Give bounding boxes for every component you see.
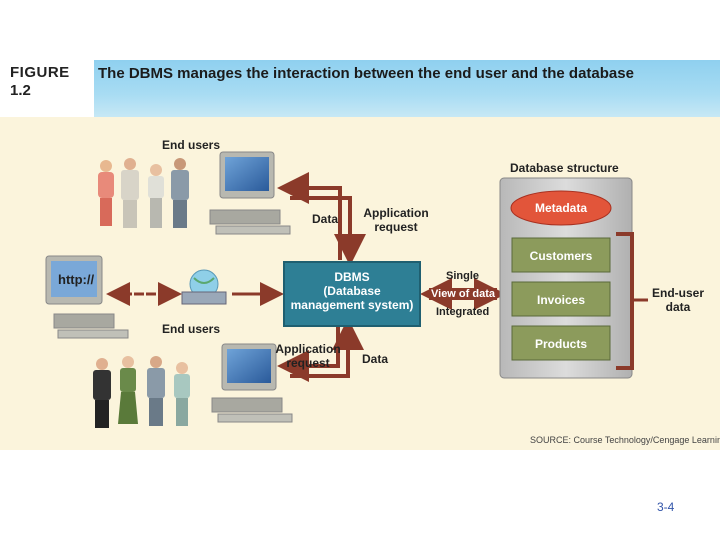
- dbms-line2: (Database: [323, 284, 381, 298]
- person-icon: [121, 158, 139, 228]
- app-request-top-line1: Application: [363, 206, 429, 220]
- page-number: 3-4: [657, 500, 675, 514]
- dbms-label: DBMS (Database management system): [284, 270, 420, 312]
- person-icon: [147, 356, 165, 426]
- computer-icon-top: [209, 151, 291, 235]
- person-icon: [98, 160, 114, 226]
- view-of-data-label: View of data: [429, 288, 497, 300]
- end-users-top-group: [98, 158, 189, 228]
- person-icon: [171, 158, 189, 228]
- integrated-label: Integrated: [436, 306, 490, 318]
- app-request-top-label: Application request: [362, 206, 430, 234]
- end-user-data-line2: data: [665, 300, 691, 314]
- figure-number: 1.2: [10, 82, 31, 99]
- person-icon: [118, 356, 138, 424]
- computer-icon-bottom: [211, 343, 293, 423]
- figure-label-word: FIGURE: [10, 64, 70, 81]
- figure-title-bar: The DBMS manages the interaction between…: [94, 60, 720, 117]
- app-request-bottom-line1: Application: [275, 342, 341, 356]
- end-users-mid-label: End users: [162, 322, 221, 336]
- person-icon: [174, 362, 190, 426]
- figure-header: FIGURE 1.2 The DBMS manages the interact…: [0, 60, 720, 117]
- metadata-label: Metadata: [534, 201, 587, 215]
- db-structure-label: Database structure: [510, 161, 619, 175]
- app-request-top-line2: request: [374, 220, 418, 234]
- end-users-bottom-group: [93, 356, 190, 428]
- dbms-box: [283, 261, 421, 327]
- invoices-label: Invoices: [536, 293, 586, 307]
- source-credit: SOURCE: Course Technology/Cengage Learni…: [530, 435, 720, 445]
- top-flow-arrows: [277, 172, 366, 266]
- single-label: Single: [446, 270, 480, 282]
- figure-title: The DBMS manages the interaction between…: [98, 65, 634, 82]
- figure-label: FIGURE 1.2: [0, 60, 94, 117]
- end-user-data-line1: End-user: [651, 286, 704, 300]
- invoices-box: [511, 281, 611, 317]
- http-label: http://: [58, 272, 95, 287]
- app-request-bottom-label: Application request: [272, 342, 344, 370]
- products-box: [511, 325, 611, 361]
- dbms-line1: DBMS: [334, 270, 370, 284]
- person-icon: [148, 164, 164, 228]
- data-top-label: Data: [312, 212, 339, 226]
- customers-box: [511, 237, 611, 273]
- end-user-data-bracket: [616, 232, 634, 370]
- globe-icon: [181, 269, 227, 305]
- bottom-flow-arrows: [277, 318, 364, 382]
- metadata-ellipse: [510, 190, 612, 226]
- end-user-data-label: End-user data: [648, 286, 708, 314]
- computer-icon-left: [45, 255, 129, 339]
- data-bottom-label: Data: [362, 352, 389, 366]
- dbms-line3: management system): [290, 298, 414, 312]
- dbms-diagram: [45, 151, 648, 428]
- person-icon: [93, 358, 111, 428]
- products-label: Products: [534, 337, 587, 351]
- customers-label: Customers: [529, 249, 593, 263]
- app-request-bottom-line2: request: [286, 356, 330, 370]
- end-users-top-label: End users: [162, 138, 221, 152]
